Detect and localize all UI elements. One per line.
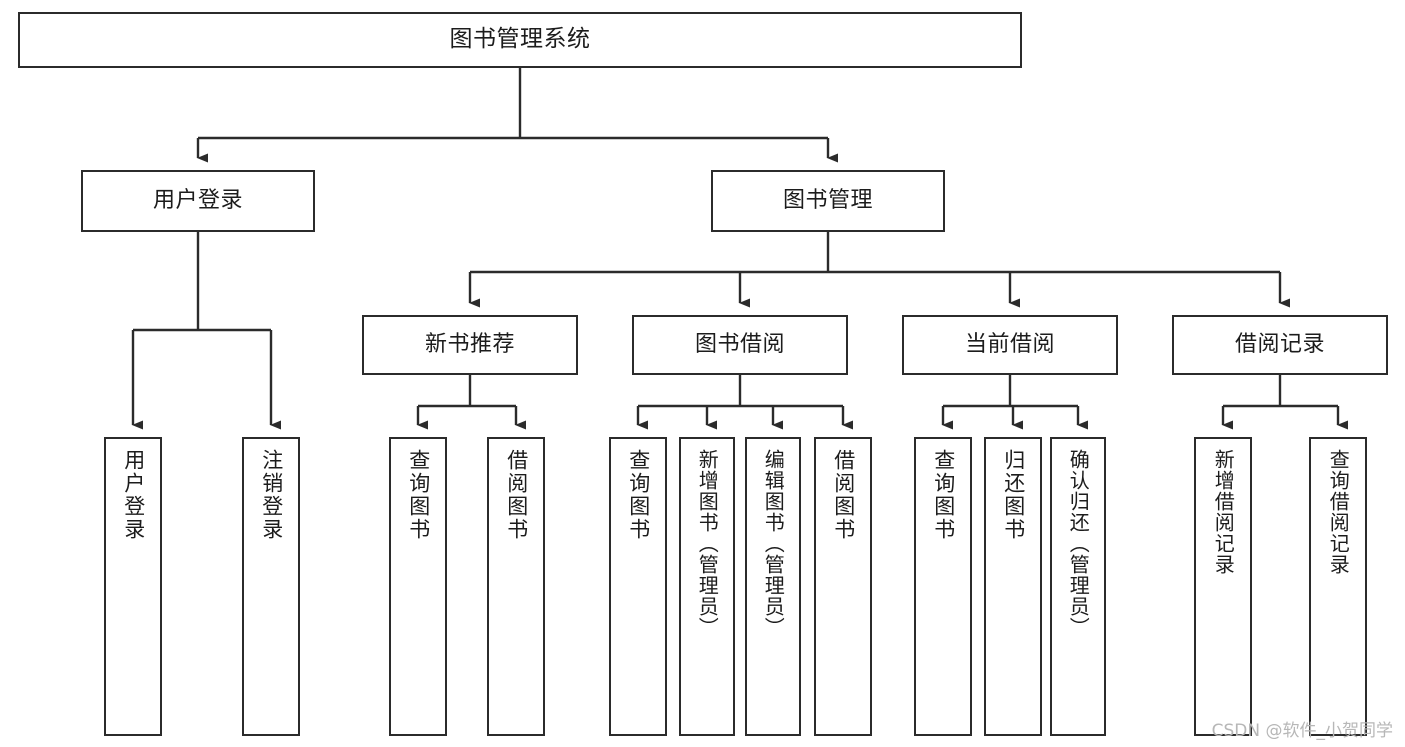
- node-leaf-edit-book[interactable]: 编辑图书（管理员）: [745, 437, 801, 736]
- node-leaf-query-record-label: 查询借阅记录: [1326, 449, 1351, 575]
- node-leaf-user-login-label: 用户登录: [121, 449, 146, 541]
- node-current-borrow[interactable]: 当前借阅: [902, 315, 1118, 375]
- node-leaf-add-record[interactable]: 新增借阅记录: [1194, 437, 1252, 736]
- node-leaf-query-book-3-label: 查询图书: [931, 449, 956, 541]
- node-user-login[interactable]: 用户登录: [81, 170, 315, 232]
- csdn-watermark: CSDN @软件_小贺同学: [1211, 721, 1393, 741]
- node-leaf-query-book-2-label: 查询图书: [626, 449, 651, 541]
- node-leaf-add-book-label: 新增图书（管理员）: [695, 449, 720, 638]
- node-leaf-borrow-book-2[interactable]: 借阅图书: [814, 437, 872, 736]
- node-current-borrow-label: 当前借阅: [964, 332, 1055, 358]
- node-new-book-recommend[interactable]: 新书推荐: [362, 315, 578, 375]
- node-new-book-recommend-label: 新书推荐: [424, 332, 515, 358]
- node-leaf-user-logout-label: 注销登录: [259, 449, 284, 541]
- node-leaf-add-record-label: 新增借阅记录: [1211, 449, 1236, 575]
- node-leaf-query-book-3[interactable]: 查询图书: [914, 437, 972, 736]
- node-leaf-add-book[interactable]: 新增图书（管理员）: [679, 437, 735, 736]
- node-leaf-borrow-book-1[interactable]: 借阅图书: [487, 437, 545, 736]
- node-user-login-label: 用户登录: [152, 188, 243, 214]
- node-root[interactable]: 图书管理系统: [18, 12, 1022, 68]
- node-leaf-return-book-label: 归还图书: [1001, 449, 1026, 541]
- node-leaf-edit-book-label: 编辑图书（管理员）: [761, 449, 786, 638]
- node-leaf-borrow-book-2-label: 借阅图书: [831, 449, 856, 541]
- node-book-management-label: 图书管理: [782, 188, 873, 214]
- node-leaf-query-book-1[interactable]: 查询图书: [389, 437, 447, 736]
- node-leaf-confirm-return[interactable]: 确认归还（管理员）: [1050, 437, 1106, 736]
- node-borrow-record[interactable]: 借阅记录: [1172, 315, 1388, 375]
- node-leaf-return-book[interactable]: 归还图书: [984, 437, 1042, 736]
- node-leaf-query-book-2[interactable]: 查询图书: [609, 437, 667, 736]
- node-leaf-query-book-1-label: 查询图书: [406, 449, 431, 541]
- node-leaf-user-logout[interactable]: 注销登录: [242, 437, 300, 736]
- node-borrow-record-label: 借阅记录: [1234, 332, 1325, 358]
- node-leaf-borrow-book-1-label: 借阅图书: [504, 449, 529, 541]
- node-root-label: 图书管理系统: [449, 26, 591, 53]
- node-book-management[interactable]: 图书管理: [711, 170, 945, 232]
- node-leaf-user-login[interactable]: 用户登录: [104, 437, 162, 736]
- node-leaf-query-record[interactable]: 查询借阅记录: [1309, 437, 1367, 736]
- node-leaf-confirm-return-label: 确认归还（管理员）: [1066, 449, 1091, 638]
- node-book-borrow[interactable]: 图书借阅: [632, 315, 848, 375]
- node-book-borrow-label: 图书借阅: [694, 332, 785, 358]
